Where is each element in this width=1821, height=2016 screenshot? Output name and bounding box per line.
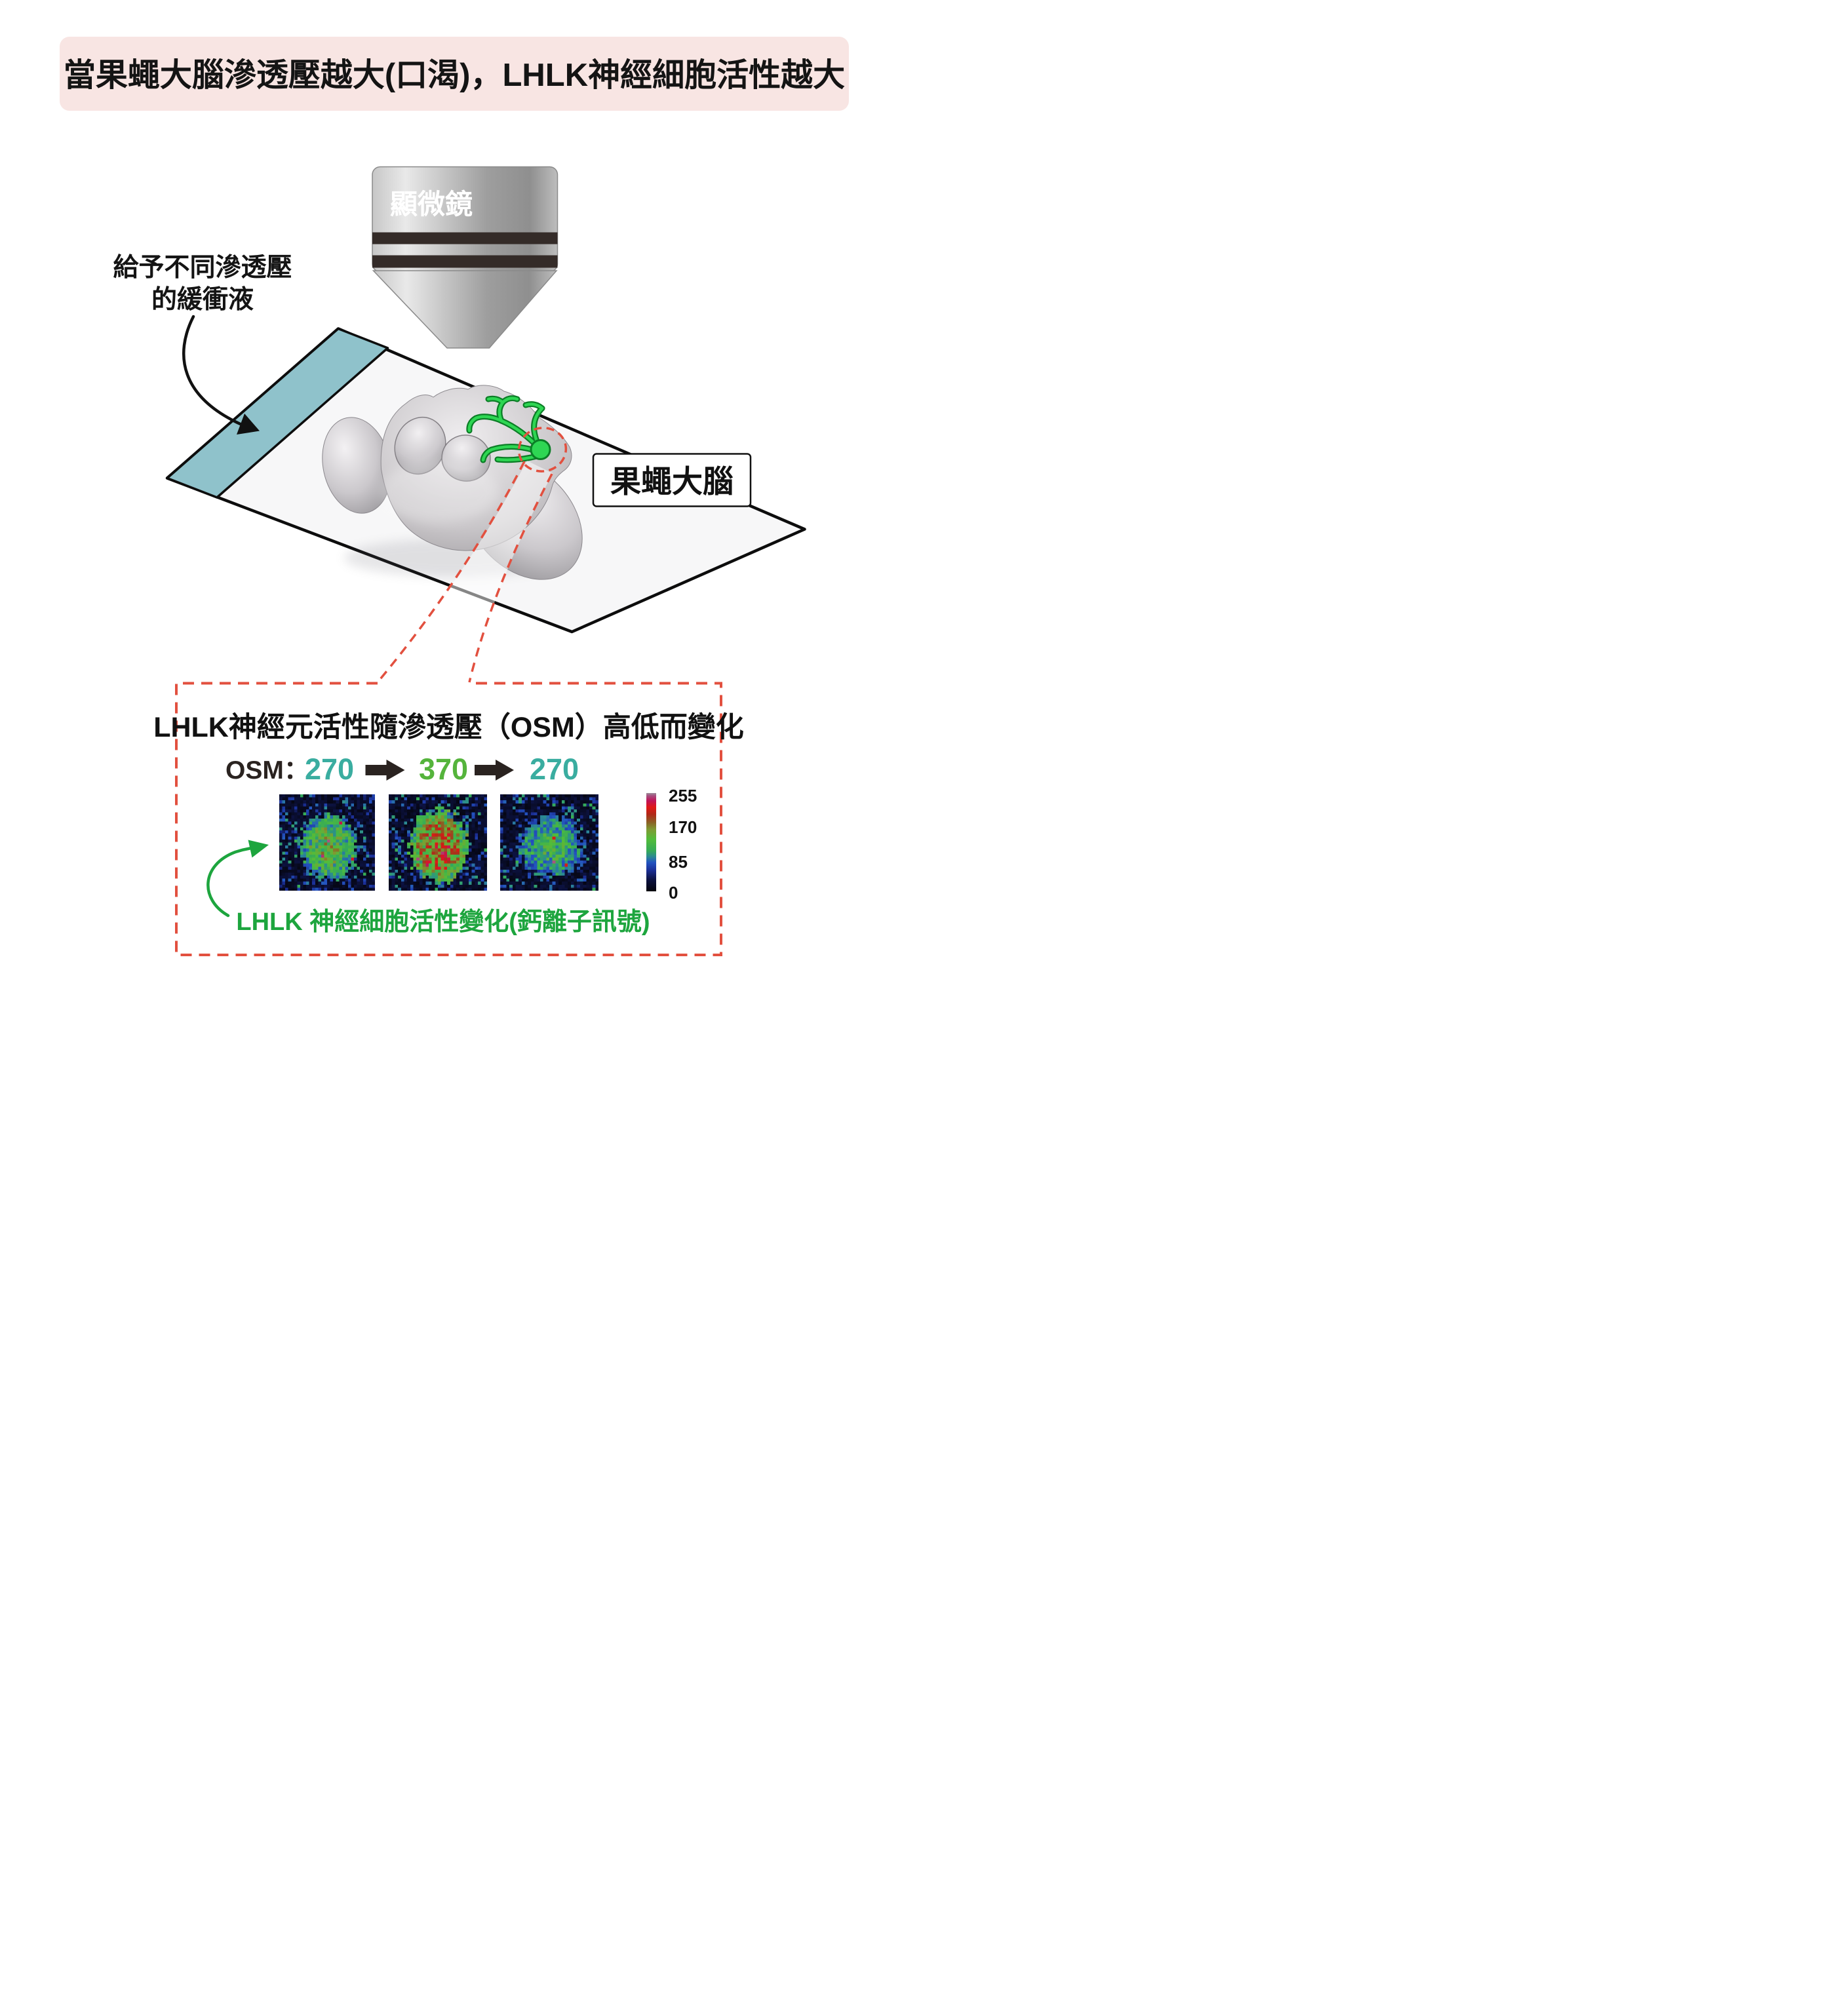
microscope-band-lower [372,255,558,268]
microscope-band-upper [372,232,558,244]
colorbar-tick-0: 0 [669,883,678,902]
result-panel-border [175,682,722,956]
title-banner [60,37,849,111]
buffer-arrowhead-icon [237,414,260,435]
osm-value-2: 370 [419,752,468,786]
brain-label-box [592,453,752,507]
colorbar: 255 170 85 0 [646,786,697,902]
buffer-arrow [182,315,245,427]
osm-value-3: 270 [530,752,579,786]
colorbar-tick-255: 255 [669,786,697,805]
microscope-illustration: 顯微鏡 [372,166,558,349]
brain-label: 果蠅大腦 [610,464,734,499]
osm-arrow-icon-1 [365,760,405,781]
osm-arrow-icon-2 [475,760,514,781]
brain-highlight [380,460,498,523]
colorbar-tick-85: 85 [669,852,688,872]
caption-arrow [206,847,252,918]
microscope-tip [372,270,558,349]
buffer-annotation-line1: 給予不同滲透壓 [113,254,292,282]
neuron-soma [530,439,551,460]
microscope-label: 顯微鏡 [390,189,473,220]
calcium-heatmap-osm370 [389,794,487,891]
buffer-strip [166,327,389,499]
calcium-heatmap-osm270-before [279,794,375,891]
osm-label: OSM： [225,756,309,785]
zoom-ray-left [376,461,526,684]
colorbar-tick-170: 170 [669,817,697,837]
colorbar-gradient [646,793,656,891]
buffer-annotation-line2: 的緩衝液 [151,286,254,314]
infographic-page: 當果蠅大腦滲透壓越大(口渴)，LHLK神經細胞活性越大 顯微鏡 給予不同滲透壓 … [0,0,910,1008]
zoom-light-wedge [378,461,553,682]
panel-caption: LHLK 神經細胞活性變化(鈣離子訊號) [236,908,650,936]
zoom-ray-right [468,473,553,683]
zoom-target-circle [517,427,568,473]
panel-title: LHLK神經元活性隨滲透壓（OSM）高低而變化 [153,712,744,743]
osm-sequence-row: OSM： 270 370 270 [225,752,579,786]
diagram-canvas: 當果蠅大腦滲透壓越大(口渴)，LHLK神經細胞活性越大 顯微鏡 給予不同滲透壓 … [60,37,849,956]
osm-value-1: 270 [305,752,354,786]
page-title: 當果蠅大腦滲透壓越大(口渴)，LHLK神經細胞活性越大 [64,58,845,93]
calcium-heatmap-osm270-after [500,794,598,891]
lhlk-neuron [466,395,551,463]
caption-arrowhead-icon [248,840,269,858]
